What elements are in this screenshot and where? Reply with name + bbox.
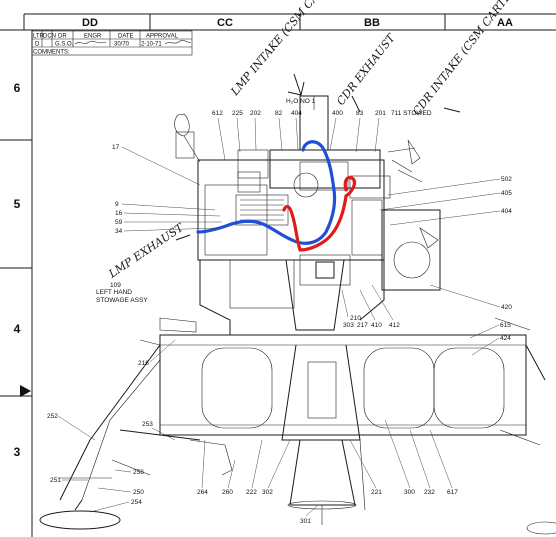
arrow-lmp-exhaust [175, 234, 191, 241]
title-block-header: APPROVAL [146, 34, 179, 40]
callout: 303 [343, 322, 354, 329]
callout: 9 [115, 201, 119, 208]
zone-label: DD [82, 17, 98, 29]
zone-label: AA [497, 17, 513, 29]
title-block-header: DATE [118, 34, 134, 40]
callout: 16 [115, 210, 123, 217]
center-mark-arrow [20, 385, 31, 397]
callout: 210 [350, 315, 361, 322]
row-label: 3 [14, 445, 21, 459]
zone-label: BB [364, 17, 380, 29]
signature-approval [164, 39, 192, 45]
stowage-label-line2: STOWAGE ASSY [96, 297, 148, 304]
descent-stage [139, 317, 531, 525]
callout: 264 [197, 489, 208, 496]
callout: 250 [133, 489, 144, 496]
callout: 301 [300, 518, 311, 525]
callout: 202 [250, 110, 261, 117]
drawing-border [0, 13, 556, 537]
callout: 83 [356, 110, 364, 117]
title-block-header: ENGR [84, 34, 102, 40]
callout: 300 [404, 489, 415, 496]
note-cdr-exhaust: CDR EXHAUST [334, 30, 399, 108]
callout: 258 [133, 469, 144, 476]
callout: 405 [501, 190, 512, 197]
callout: 404 [291, 110, 302, 117]
signature-engr [74, 40, 107, 45]
callout: 232 [424, 489, 435, 496]
callout: 225 [232, 110, 243, 117]
callout: 216 [138, 360, 149, 367]
callout: 502 [501, 176, 512, 183]
callout: 420 [501, 304, 512, 311]
row-label: 4 [14, 322, 21, 336]
callout: 254 [131, 499, 142, 506]
callout: 34 [115, 228, 123, 235]
callout: 400 [332, 110, 343, 117]
title-block-header: LTR [33, 34, 45, 40]
stowage-label-line1: LEFT HAND [96, 289, 132, 296]
callout: 404 [501, 208, 512, 215]
callout: 251 [50, 477, 61, 484]
title-block-value: D [35, 42, 40, 48]
callout: 617 [447, 489, 458, 496]
callout: 217 [357, 322, 368, 329]
callout: 424 [500, 335, 511, 342]
arrow-cdr-exhaust [351, 95, 361, 113]
note-lmp-intake: LMP INTAKE (CSM CARTRIDGE) [228, 0, 359, 99]
callout: 410 [371, 322, 382, 329]
title-block-header: DR [58, 34, 67, 40]
red-duct-cdr [282, 176, 357, 252]
title-block: LTR DCN DR ENGR DATE APPROVAL D G.S.O. 3… [31, 30, 193, 56]
blue-duct-lmp-intake [196, 140, 337, 245]
callout: 201 [375, 110, 386, 117]
callout: 252 [47, 413, 58, 420]
h2o-label: H₂O NO 1 [286, 98, 316, 105]
arrow-cdr-intake [443, 107, 461, 113]
callout: 302 [262, 489, 273, 496]
title-block-value: 2-10-71 [141, 42, 162, 48]
comments-label: COMMENTS: [33, 50, 70, 56]
title-block-value: 30/70 [114, 42, 130, 48]
title-block-value: G.S.O. [55, 42, 74, 48]
row-label: 5 [14, 197, 21, 211]
title-block-header: DCN [43, 34, 56, 40]
callout: 109 [110, 282, 121, 289]
callout: 82 [275, 110, 283, 117]
callouts: 612 225 202 82 404 400 83 201 17 9 16 59… [47, 110, 512, 525]
row-label: 6 [14, 81, 21, 95]
callout: 615 [500, 322, 511, 329]
note-cdr-intake: CDR INTAKE (CSM CARTRIDGE) [410, 0, 535, 118]
callout: 222 [246, 489, 257, 496]
callout: 260 [222, 489, 233, 496]
callout: 221 [371, 489, 382, 496]
ascent-stage [174, 95, 441, 335]
arrow-lmp-intake [287, 73, 305, 96]
callout: 253 [142, 421, 153, 428]
stowed-label: 711 STOWED [391, 110, 432, 117]
callout: 612 [212, 110, 223, 117]
callout: 412 [389, 322, 400, 329]
zone-label: CC [217, 17, 233, 29]
callout: 59 [115, 219, 123, 226]
callout: 17 [112, 144, 120, 151]
